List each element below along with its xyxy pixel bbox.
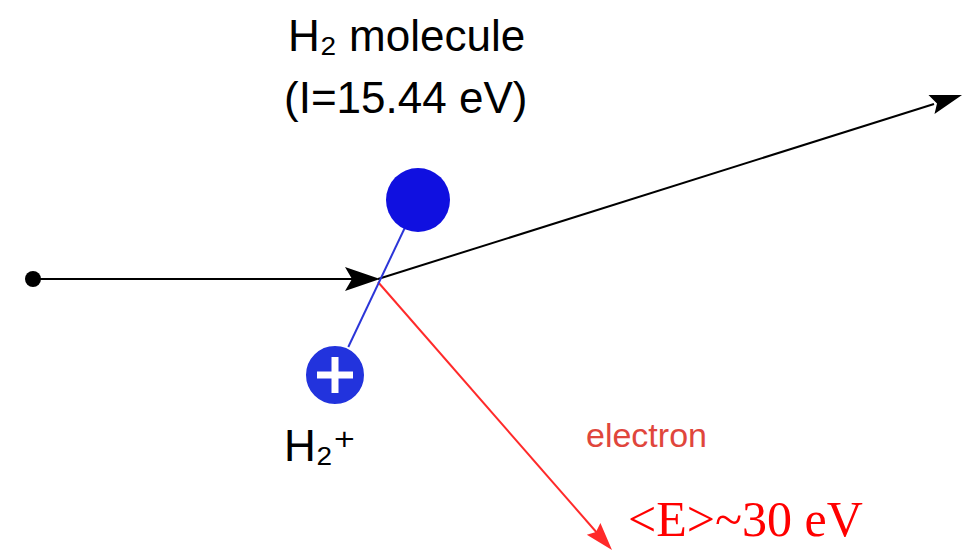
electron-label: electron: [586, 418, 707, 452]
hydrogen-atom: [386, 168, 450, 232]
incoming-particle: [25, 271, 41, 287]
molecule-label-box: H₂ molecule: [288, 14, 525, 58]
energy-label-box: <E>~30 eV: [628, 494, 863, 544]
molecule-label: H₂ molecule: [288, 14, 525, 58]
energy-label: <E>~30 eV: [628, 494, 863, 544]
plus-symbol: [332, 357, 339, 393]
ionization-energy-box: (I=15.44 eV): [284, 76, 527, 120]
scattered-path: [378, 104, 934, 279]
ion-label: H₂⁺: [284, 424, 356, 468]
ionization-energy: (I=15.44 eV): [284, 76, 527, 120]
incoming-arrowhead: [345, 267, 380, 291]
electron-label-box: electron: [586, 418, 707, 452]
ion-label-box: H₂⁺: [284, 424, 356, 468]
scattered-arrowhead: [929, 95, 963, 114]
electron-path: [378, 282, 598, 534]
electron-arrowhead: [587, 523, 612, 550]
incoming-path: [40, 278, 352, 280]
hydrogen-ion: [305, 345, 365, 405]
